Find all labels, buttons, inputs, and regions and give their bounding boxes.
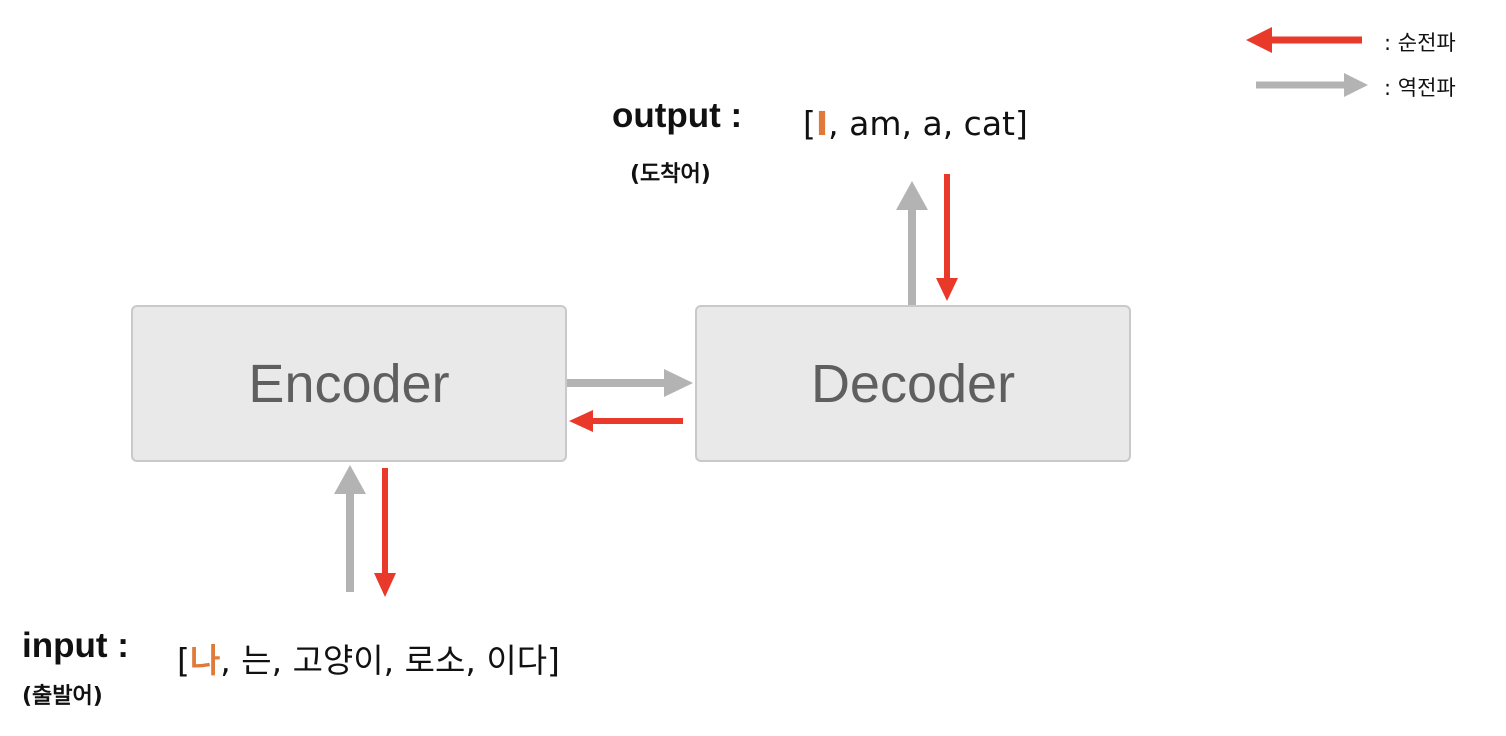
legend-forward-label: : 순전파 xyxy=(1384,31,1456,55)
output-rest-tokens: , am, a, cat] xyxy=(828,104,1028,143)
output-open-bracket: [ xyxy=(803,104,816,143)
output-first-token: I xyxy=(815,104,829,143)
output-sublabel: (도착어) xyxy=(630,162,711,187)
encoder-to-input-arrow-icon xyxy=(374,468,396,597)
decoder-to-encoder-arrow-icon xyxy=(569,410,683,432)
decoder-label: Decoder xyxy=(810,353,1016,414)
output-label: output : xyxy=(612,96,743,135)
encoder-label: Encoder xyxy=(248,353,450,414)
decoder-box: Decoder xyxy=(695,305,1131,462)
legend-forward-arrow-icon xyxy=(1246,27,1362,53)
input-to-encoder-arrow-icon xyxy=(334,465,366,592)
output-to-decoder-arrow-icon xyxy=(936,174,958,301)
output-sequence: [I, am, a, cat] xyxy=(803,104,1028,143)
encoder-box: Encoder xyxy=(131,305,567,462)
decoder-to-output-arrow-icon xyxy=(896,181,928,305)
input-sequence: [나, 는, 고양이, 로소, 이다] xyxy=(177,634,560,682)
input-label: input : xyxy=(22,626,129,665)
encoder-to-decoder-arrow-icon xyxy=(567,369,693,397)
input-first-token: 나 xyxy=(189,641,221,680)
legend-backward-arrow-icon xyxy=(1256,73,1368,97)
legend-backward-label: : 역전파 xyxy=(1384,76,1456,100)
input-rest-tokens: , 는, 고양이, 로소, 이다] xyxy=(220,641,560,680)
input-open-bracket: [ xyxy=(177,641,190,680)
input-sublabel: (출발어) xyxy=(22,684,103,709)
